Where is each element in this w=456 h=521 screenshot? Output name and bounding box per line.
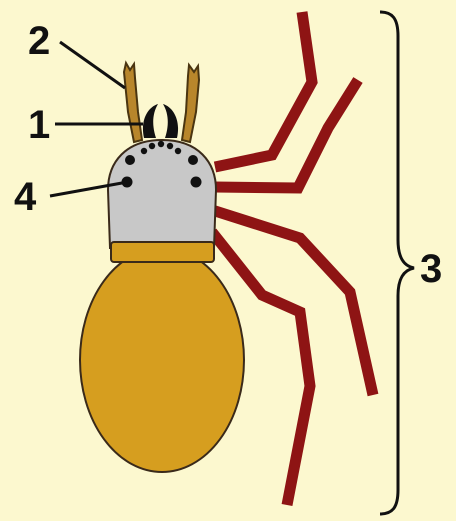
label-1: 1: [28, 103, 50, 147]
eye: [167, 143, 173, 149]
brace: [380, 12, 414, 514]
label-4: 4: [14, 175, 37, 219]
leg-1: [215, 12, 312, 167]
chelicerae: [143, 104, 178, 138]
eye: [141, 148, 147, 154]
eye: [125, 155, 135, 165]
pedicel: [111, 242, 214, 262]
eye: [122, 177, 133, 188]
chelicera-right: [163, 104, 178, 138]
pedipalp-right: [182, 65, 199, 142]
chelicera-left: [143, 104, 158, 138]
legs: [212, 12, 373, 505]
eye: [175, 148, 181, 154]
eye: [188, 155, 198, 165]
pedipalps: [124, 63, 199, 142]
label-2: 2: [28, 19, 50, 63]
eye: [158, 141, 164, 147]
leader-line-2: [60, 42, 125, 88]
cephalothorax: [108, 140, 216, 248]
pedipalp-left: [124, 63, 142, 142]
eye: [191, 177, 202, 188]
abdomen: [80, 248, 244, 472]
label-3: 3: [420, 247, 442, 291]
eye: [149, 143, 155, 149]
